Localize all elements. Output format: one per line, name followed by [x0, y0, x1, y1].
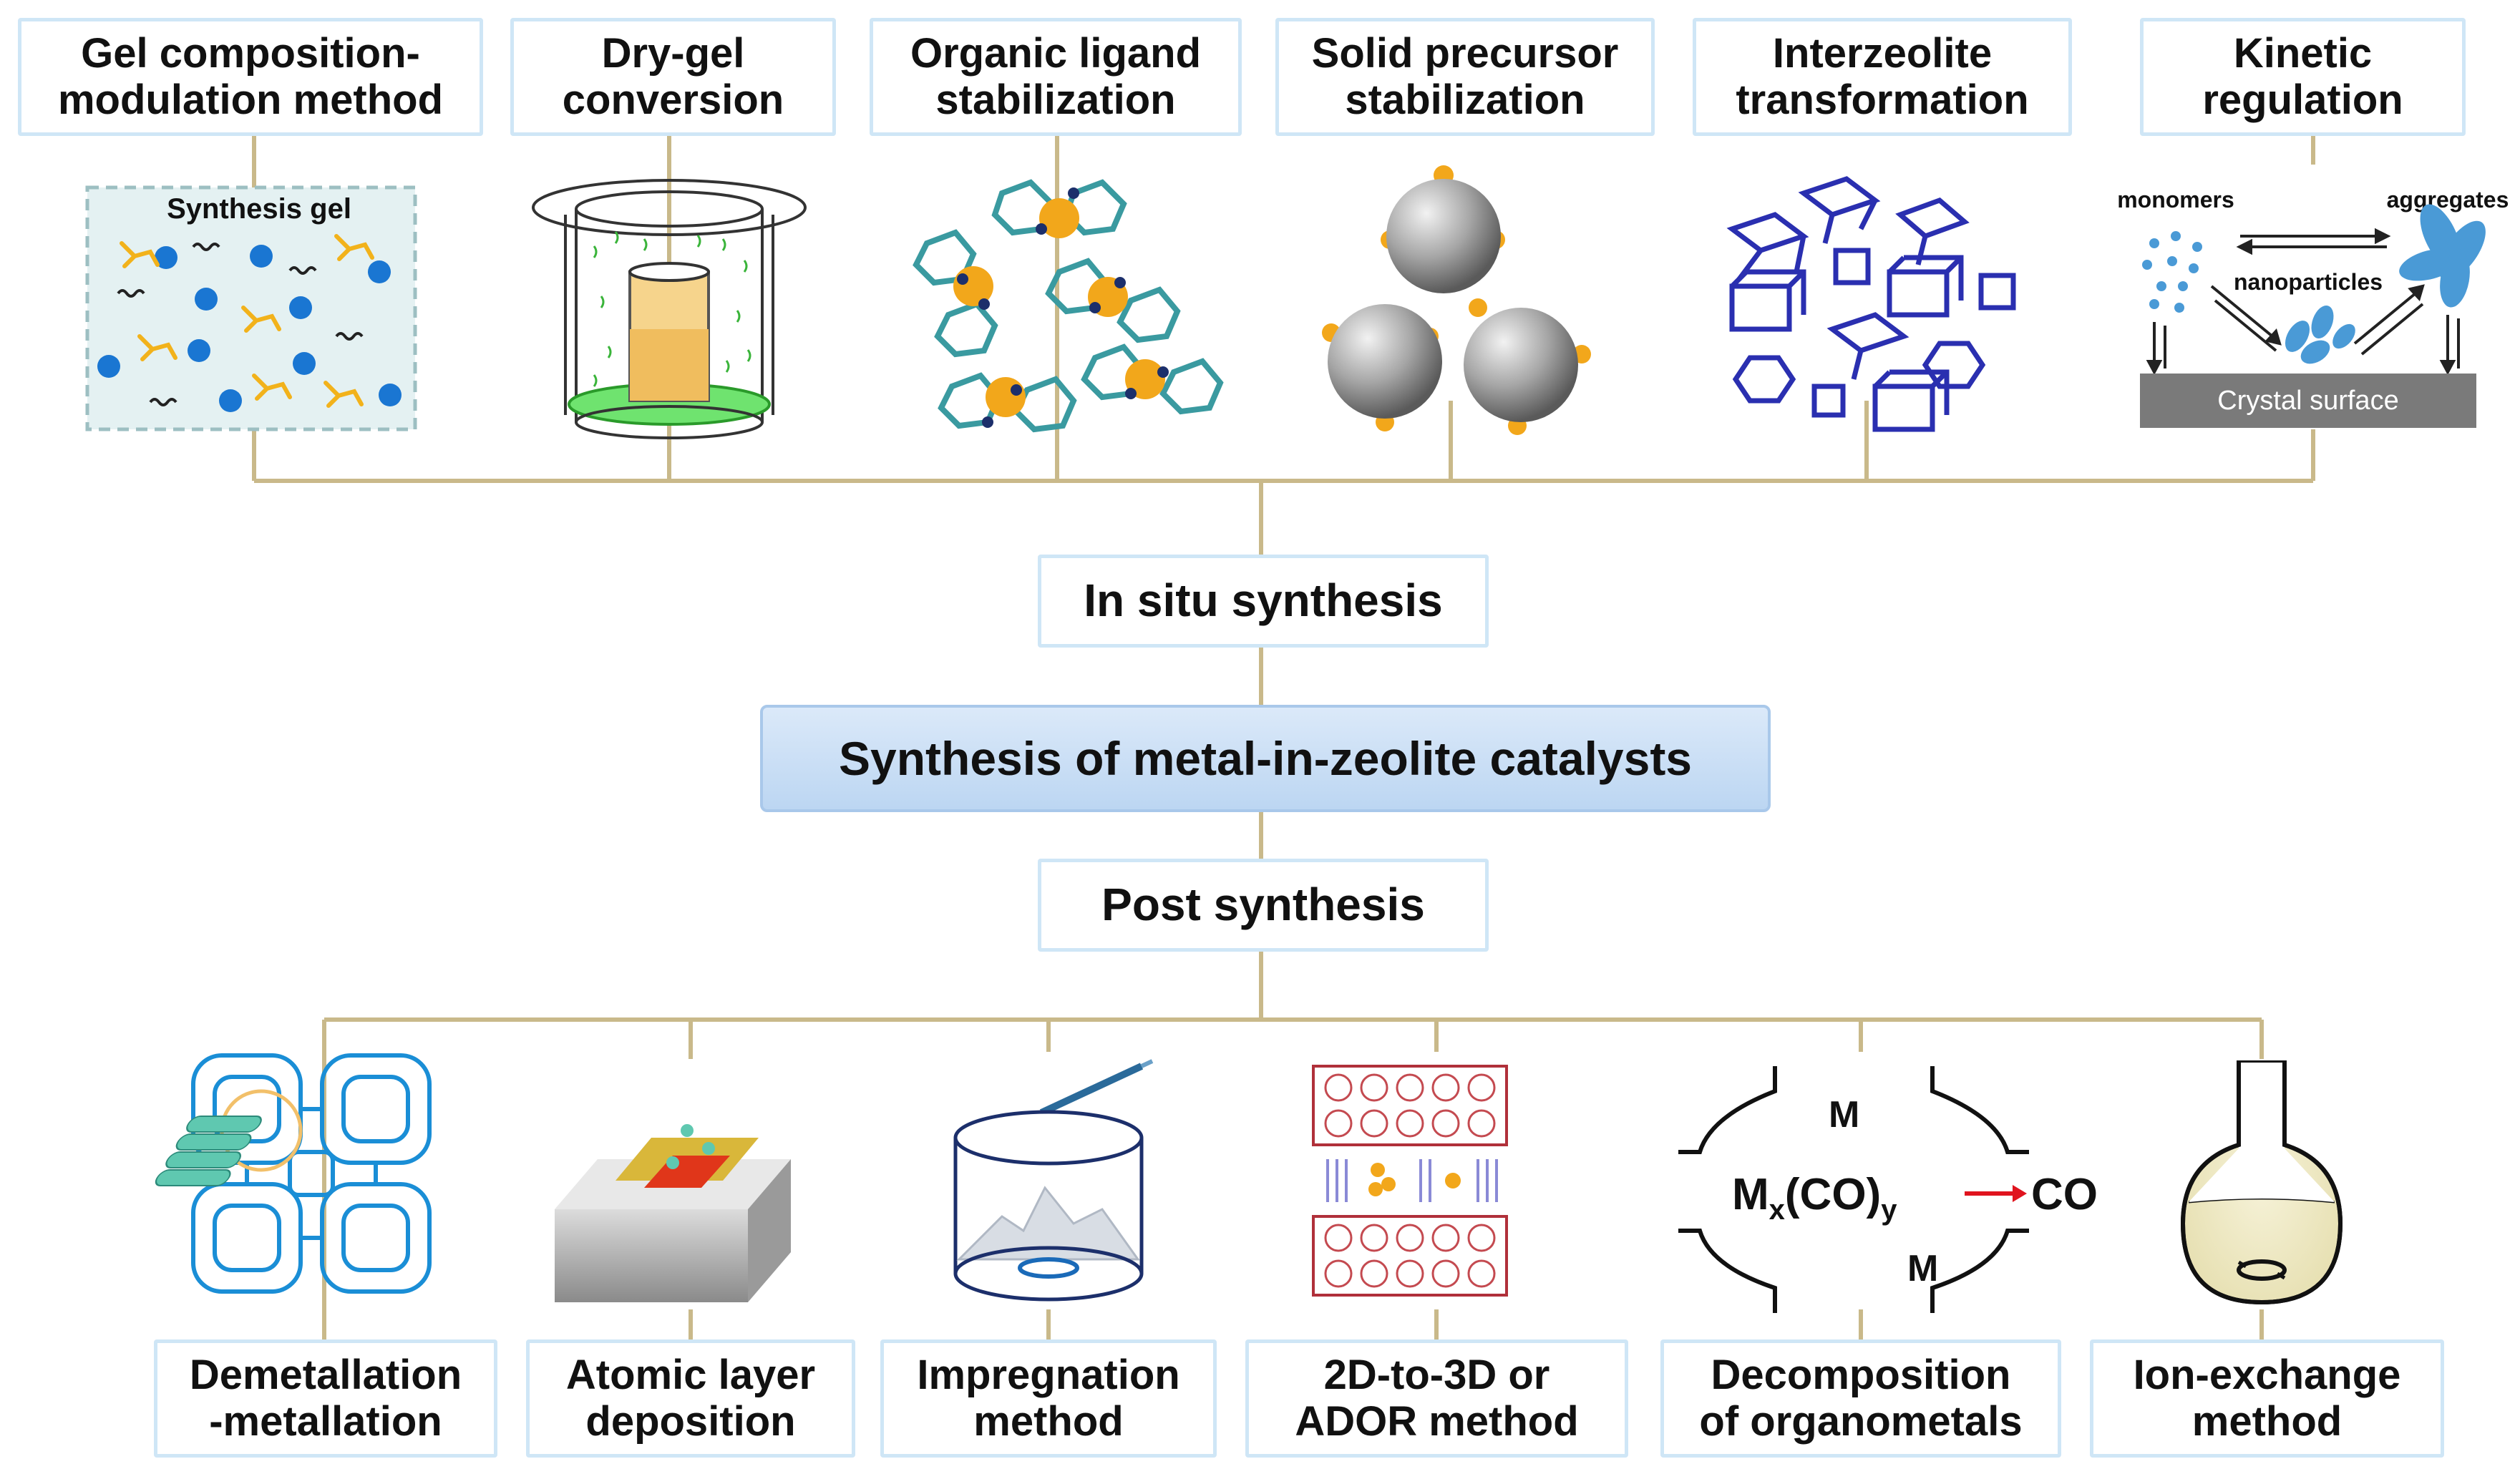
in-situ-synthesis-box: In situ synthesis	[1038, 555, 1489, 648]
ador-layers-illustration	[1312, 1065, 1508, 1297]
ion-exchange-flask-illustration	[2180, 1060, 2343, 1305]
zeolite-framework-illustration	[191, 1053, 432, 1294]
ligand-complex-illustration	[913, 179, 1224, 433]
method-label: Interzeolite transformation	[1736, 29, 2029, 123]
method-ald: Atomic layer deposition	[526, 1339, 855, 1458]
method-interzeolite: Interzeolite transformation	[1693, 18, 2072, 136]
co-product: CO	[2031, 1170, 2098, 1219]
method-ion-exchange: Ion-exchange method	[2090, 1339, 2444, 1458]
method-label: Dry-gel conversion	[562, 29, 784, 123]
method-label: Impregnation method	[917, 1351, 1180, 1445]
main-topic-label: Synthesis of metal-in-zeolite catalysts	[838, 732, 1693, 785]
synthesis-gel-label: Synthesis gel	[167, 193, 351, 225]
method-impregnation: Impregnation method	[880, 1339, 1217, 1458]
method-label: Kinetic regulation	[2202, 29, 2403, 123]
post-synthesis-box: Post synthesis	[1038, 859, 1489, 952]
ald-illustration	[155, 1116, 791, 1302]
method-demetallation: Demetallation -metallation	[154, 1339, 497, 1458]
dry-gel-vessel-illustration	[532, 179, 807, 439]
solid-precursor-illustration	[1322, 165, 1591, 435]
method-label: 2D-to-3D or ADOR method	[1295, 1351, 1579, 1445]
aggregates-label: aggregates	[2387, 187, 2509, 213]
method-label: Gel composition- modulation method	[57, 29, 444, 123]
main-topic-box: Synthesis of metal-in-zeolite catalysts	[760, 705, 1771, 812]
method-solid-precursor: Solid precursor stabilization	[1275, 18, 1655, 136]
nanoparticles-label: nanoparticles	[2234, 269, 2383, 295]
organometal-formula: Mx(CO)y	[1732, 1170, 1897, 1226]
method-ador: 2D-to-3D or ADOR method	[1245, 1339, 1628, 1458]
method-dry-gel-conversion: Dry-gel conversion	[510, 18, 836, 136]
interzeolite-illustration	[1726, 176, 2016, 432]
method-label: Solid precursor stabilization	[1311, 29, 1619, 123]
method-label: Decomposition of organometals	[1699, 1351, 2023, 1445]
method-kinetic-regulation: Kinetic regulation	[2140, 18, 2466, 136]
crystal-surface-label: Crystal surface	[2217, 386, 2398, 416]
method-label: Ion-exchange method	[2133, 1351, 2401, 1445]
synthesis-gel-illustration: Synthesis gel	[85, 185, 417, 431]
method-label: Organic ligand stabilization	[910, 29, 1202, 123]
method-label: Atomic layer deposition	[565, 1351, 816, 1445]
organometal-pore-illustration	[1678, 1066, 2029, 1313]
method-organometal: Decomposition of organometals	[1660, 1339, 2061, 1458]
metal-M-bottom: M	[1907, 1248, 1938, 1289]
post-label: Post synthesis	[1101, 879, 1425, 931]
method-label: Demetallation -metallation	[189, 1351, 462, 1445]
metal-M-top: M	[1829, 1094, 1859, 1136]
monomers-label: monomers	[2117, 187, 2234, 213]
impregnation-illustration	[953, 1059, 1154, 1302]
method-gel-composition: Gel composition- modulation method	[18, 18, 483, 136]
kinetic-regulation-illustration: monomers aggregates nanoparticles	[2117, 187, 2509, 428]
in-situ-label: In situ synthesis	[1084, 575, 1443, 627]
red-arrow-icon	[1965, 1185, 2027, 1202]
method-organic-ligand: Organic ligand stabilization	[870, 18, 1242, 136]
